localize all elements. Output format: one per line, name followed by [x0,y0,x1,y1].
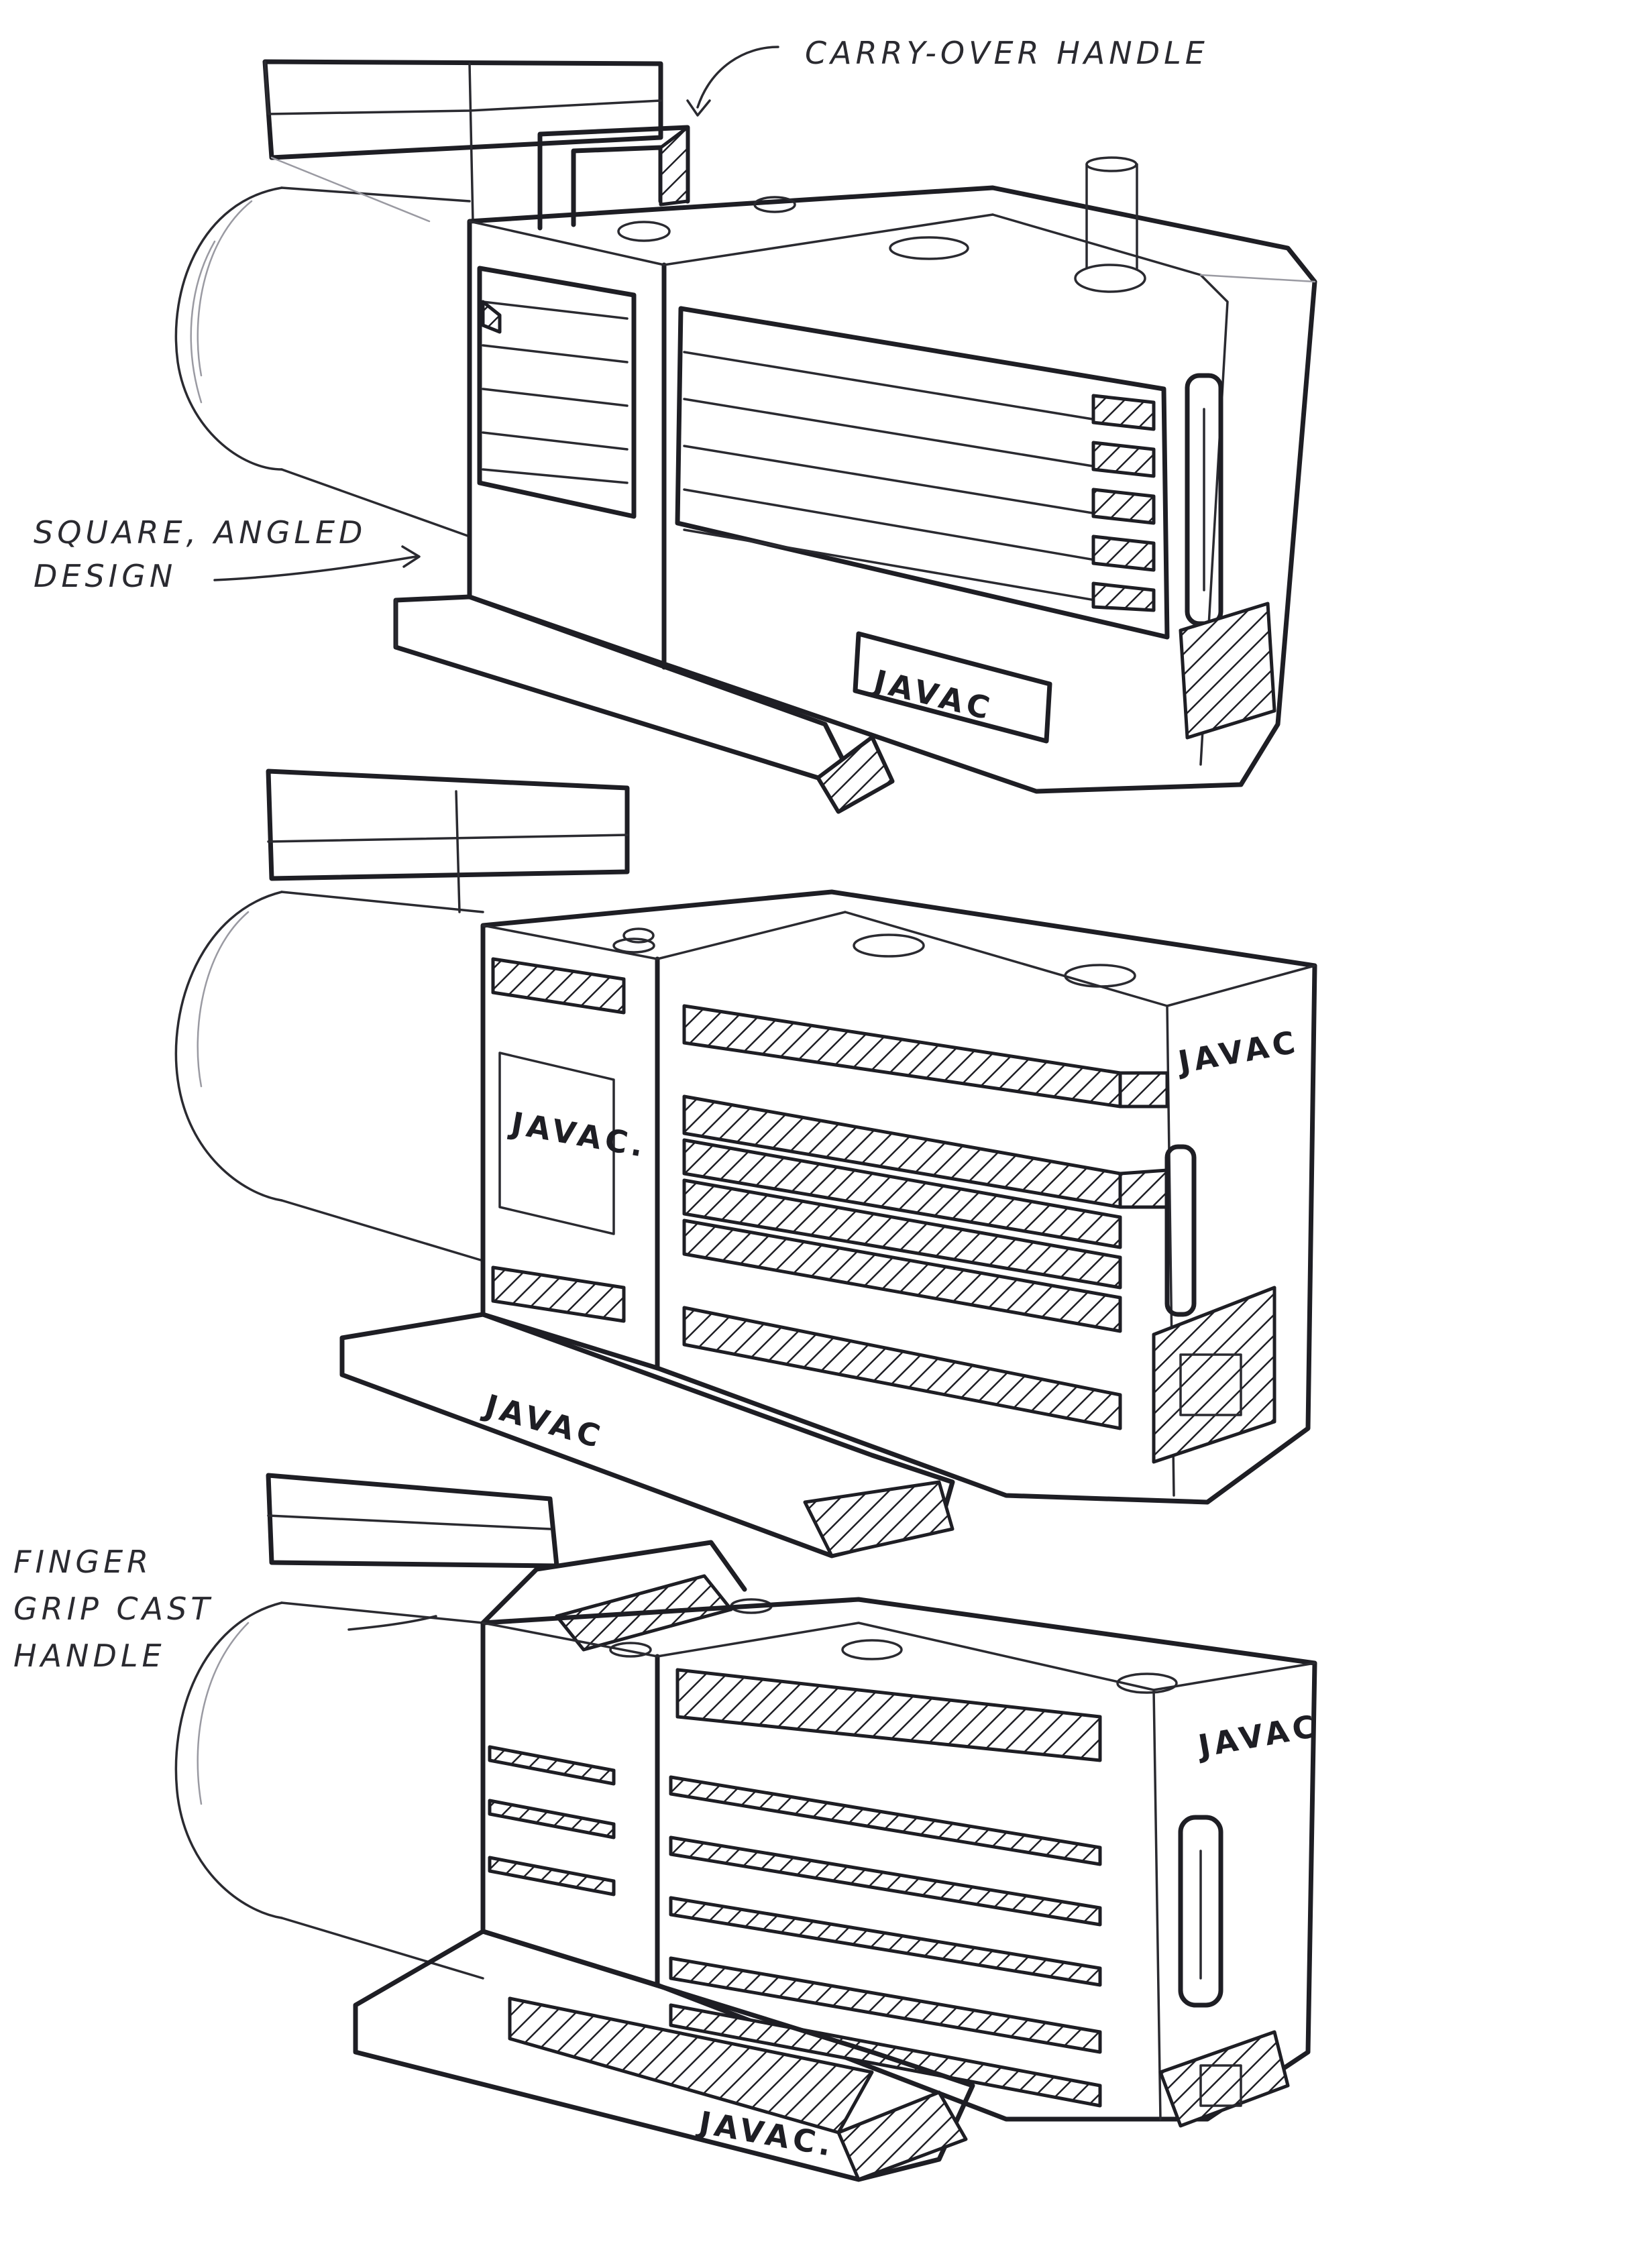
right-vents-2 [682,1004,1169,1430]
annotation-design-line2: DESIGN [34,558,176,594]
brand-label-3a: JAVAC [1194,1707,1322,1764]
annotation-handle-arrow [696,46,779,109]
oil-sight-window-2 [1164,1144,1197,1317]
brand-label-1: JAVAC [868,663,997,728]
annotation-grip-line3: HANDLE [13,1638,166,1674]
motor-cylinder-1 [174,186,471,538]
motor-cylinder-3 [174,1601,484,1980]
left-vents-2: JAVAC. [491,957,650,1323]
motor-cylinder-2 [174,891,484,1262]
annotation-design-arrow [213,555,417,581]
switch-3 [1158,2030,1290,2128]
brand-label-2a: JAVAC. [506,1104,650,1164]
right-louvres-1 [675,306,1170,640]
pump-sketch-2: JAVAC. JAVAC JAVAC [174,769,1317,1558]
brand-plate-1: JAVAC [853,631,1052,744]
left-slots-3 [488,1745,616,1896]
terminal-box-2 [266,769,630,913]
top-vent-3 [675,1668,1102,1762]
brand-label-2b: JAVAC [1174,1023,1302,1080]
terminal-box-1 [262,59,663,223]
finger-grip-cast-handle [480,1540,773,1652]
annotation-grip-line2: GRIP CAST [13,1591,213,1627]
terminal-box-3 [266,1473,559,1569]
annotation-carry-over-handle: CARRY-OVER HANDLE [686,35,1209,117]
annotation-square-angled: SQUARE, ANGLED DESIGN [34,514,421,594]
oil-sight-window-3 [1178,1815,1223,2008]
annotation-design-line1: SQUARE, ANGLED [34,514,366,551]
brand-label-2c: JAVAC [479,1387,608,1456]
annotation-grip-line1: FINGER [13,1544,152,1580]
base-plate-3: JAVAC. [353,1929,975,2182]
pump-sketch-3: JAVAC JAVAC. [174,1473,1322,2182]
pump-body-2 [480,889,1317,1505]
annotation-grip-arrow [347,1615,437,1631]
pump-sketch-1: JAVAC [174,59,1317,814]
rear-switch-block-1 [1179,602,1276,740]
annotation-finger-grip: FINGER GRIP CAST HANDLE [13,1544,437,1674]
switch-2 [1152,1286,1276,1464]
base-plate-1 [393,594,895,814]
left-louvres-1 [477,266,637,519]
annotation-handle-text: CARRY-OVER HANDLE [805,35,1209,71]
carry-over-handle [537,125,690,231]
